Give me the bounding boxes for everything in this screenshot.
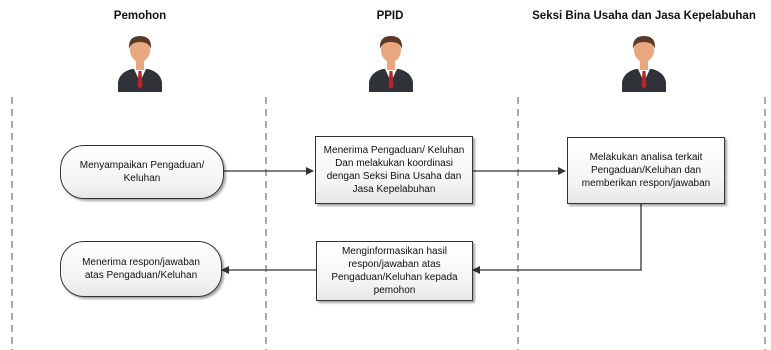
- arrow-analyze-to-inform: [472, 204, 642, 274]
- node-submit-complaint-label: Menyampaikan Pengaduan/ Keluhan: [79, 160, 205, 184]
- node-receive-complaint: Menerima Pengaduan/ Keluhan Dan melakuka…: [315, 136, 473, 204]
- node-analyze-complaint-label: Melakukan analisa terkait Pengaduan/Kelu…: [581, 152, 711, 189]
- person-icon: [622, 36, 666, 92]
- person-icon: [118, 36, 162, 92]
- node-inform-applicant: Menginformasikan hasil respon/jawaban at…: [316, 241, 473, 301]
- node-receive-response: Menerima respon/jawaban atas Pengaduan/K…: [60, 241, 222, 297]
- person-icon: [369, 36, 413, 92]
- node-receive-complaint-label: Menerima Pengaduan/ Keluhan Dan melakuka…: [323, 145, 465, 195]
- lane-title-seksi: Seksi Bina Usaha dan Jasa Kepelabuhan: [532, 10, 756, 22]
- node-inform-applicant-label: Menginformasikan hasil respon/jawaban at…: [331, 246, 458, 296]
- lane-title-ppid: PPID: [376, 10, 404, 22]
- node-submit-complaint: Menyampaikan Pengaduan/ Keluhan: [60, 145, 224, 199]
- node-analyze-complaint: Melakukan analisa terkait Pengaduan/Kelu…: [567, 137, 725, 204]
- lane-title-pemohon: Pemohon: [113, 10, 167, 22]
- node-receive-response-label: Menerima respon/jawaban atas Pengaduan/K…: [82, 257, 200, 281]
